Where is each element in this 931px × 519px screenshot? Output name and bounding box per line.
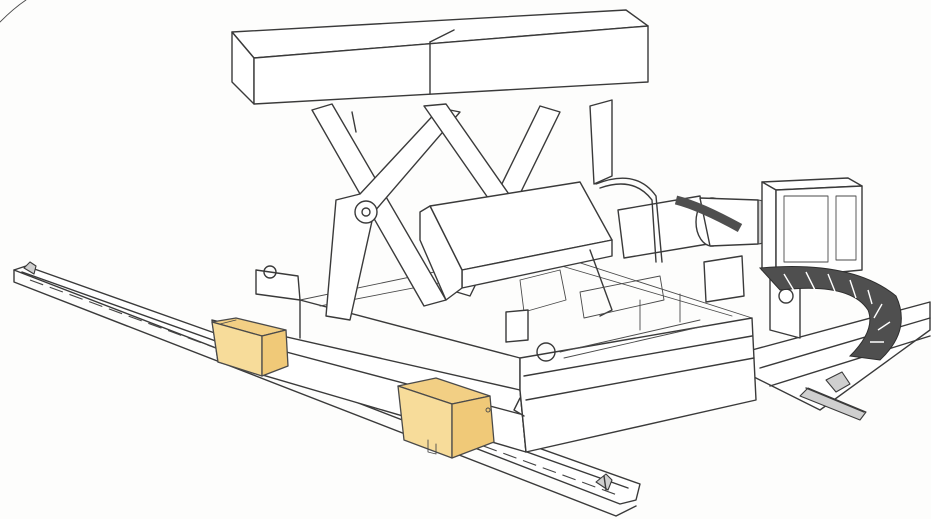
corner-mark: [0, 0, 27, 23]
cable-energy-chain: [674, 195, 902, 361]
top-platform: [231, 9, 649, 105]
control-box: [761, 177, 863, 279]
stop-block-right: [397, 377, 495, 459]
drive-housing: [419, 177, 773, 359]
stop-block-left: [211, 317, 289, 377]
